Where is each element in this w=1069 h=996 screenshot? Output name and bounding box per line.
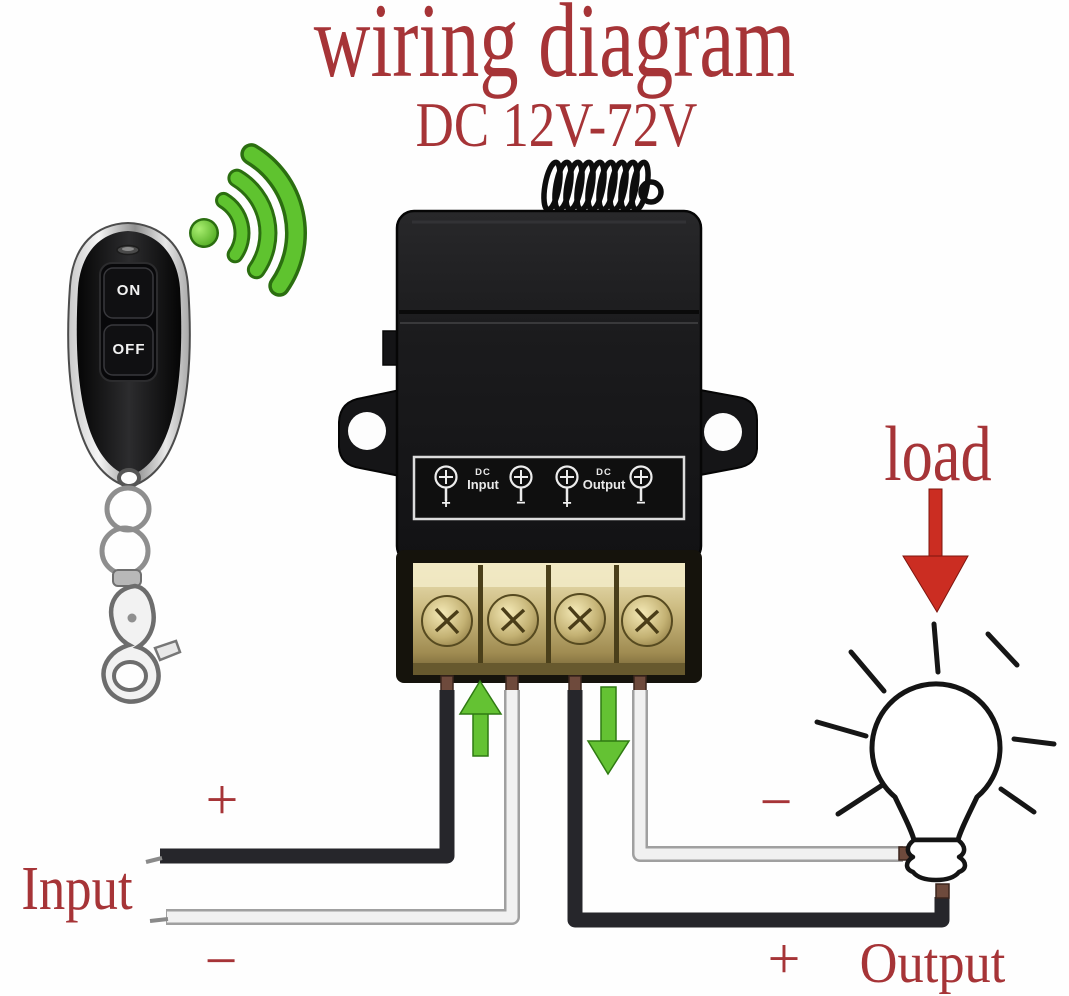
clasp-trigger [153,639,182,662]
screw-slots [434,605,660,635]
clasp-rivet [127,613,137,623]
load-label: load [884,410,992,497]
dc-output-dc: DC [596,467,612,478]
output-plus-label: + [767,926,801,991]
wire-input-positive [160,690,455,864]
terminal-1-polarity: + [441,495,451,512]
dc-output-label: DC Output [573,467,635,493]
off-button [103,324,154,376]
dc-input-dc: DC [475,467,491,478]
arrow-up-icon [458,679,503,757]
input-label: Input [21,855,133,923]
page-title: wiring diagram [313,0,796,99]
terminal-label-plate [412,455,686,521]
keychain [99,485,182,704]
load-arrow-icon [902,488,969,613]
off-button-label: OFF [112,341,146,358]
split-ring-1 [104,485,152,533]
on-button [103,267,154,319]
voltage-range-label: DC 12V-72V [415,90,698,160]
terminal-4-polarity: − [636,495,646,512]
wire-output-negative [634,690,902,860]
screw-symbol-2 [509,465,533,501]
arrow-down-icon [586,686,631,776]
mounting-hole-right [704,413,742,451]
wire-input-negative [167,690,518,923]
antenna-coil-icon [541,159,664,213]
wire-input-negative-tip [149,917,169,923]
dc-input-word: Input [467,477,499,493]
bulb-base [904,837,968,883]
wireless-signal-icon [189,143,307,297]
screw-symbol-4 [629,465,653,501]
split-ring-2 [99,525,151,577]
dc-input-label: DC Input [452,467,514,493]
output-label: Output [859,932,1006,995]
on-button-label: ON [116,282,142,299]
wire-input-positive-tip [145,856,163,864]
mounting-hole-left [348,412,386,450]
swivel-barrel [112,569,142,587]
lid-seam [399,310,699,314]
flow-arrows [458,679,631,776]
screw-symbol-3 [555,465,579,501]
input-plus-label: + [205,767,239,832]
remote-control [67,221,191,489]
terminal-3-polarity: + [562,495,572,512]
wires [145,675,950,928]
wire-output-positive-crimp [935,883,950,899]
bulb-rays [814,621,1057,817]
input-minus-label: − [204,928,238,993]
dc-output-word: Output [582,477,626,493]
output-minus-label: − [759,769,793,834]
wire-crimp-tips [440,675,647,692]
keyring-hole [117,468,141,488]
light-bulb [814,621,1057,883]
terminal-block [396,550,702,683]
bulb-globe [869,681,1003,843]
wire-output-positive [567,690,950,928]
led-highlight [122,247,134,251]
clasp-hole [112,660,148,692]
screw-symbol-1 [434,465,458,501]
terminal-2-polarity: − [516,495,526,512]
receiver-module [338,159,758,683]
